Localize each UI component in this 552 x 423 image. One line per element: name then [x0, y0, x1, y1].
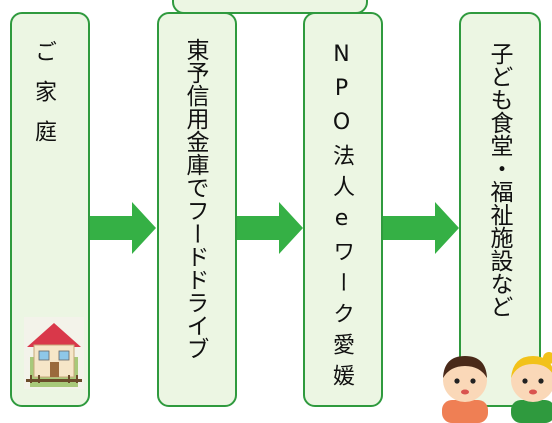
- step-box-bank: 東予信用金庫でフードドライブ: [157, 12, 237, 407]
- step-box-kids-cafeteria: 子ども食堂・福祉施設など: [459, 12, 541, 407]
- house-icon: [24, 317, 84, 389]
- step-label-npo: NPO法人eワーク愛媛: [329, 42, 354, 395]
- step-box-npo: NPO法人eワーク愛媛: [303, 12, 383, 407]
- arrow-right-icon: [237, 200, 305, 256]
- step-label-kids-cafeteria: 子ども食堂・福祉施設など: [486, 42, 512, 318]
- arrow-right-icon: [383, 200, 463, 256]
- step-label-bank: 東予信用金庫でフードドライブ: [182, 38, 208, 360]
- arrow-right-icon: [90, 200, 158, 256]
- step-box-home: ご家庭: [10, 12, 90, 407]
- child-boy-icon: [430, 348, 500, 423]
- step-label-home: ご家庭: [31, 40, 56, 160]
- child-girl-icon: [505, 348, 552, 423]
